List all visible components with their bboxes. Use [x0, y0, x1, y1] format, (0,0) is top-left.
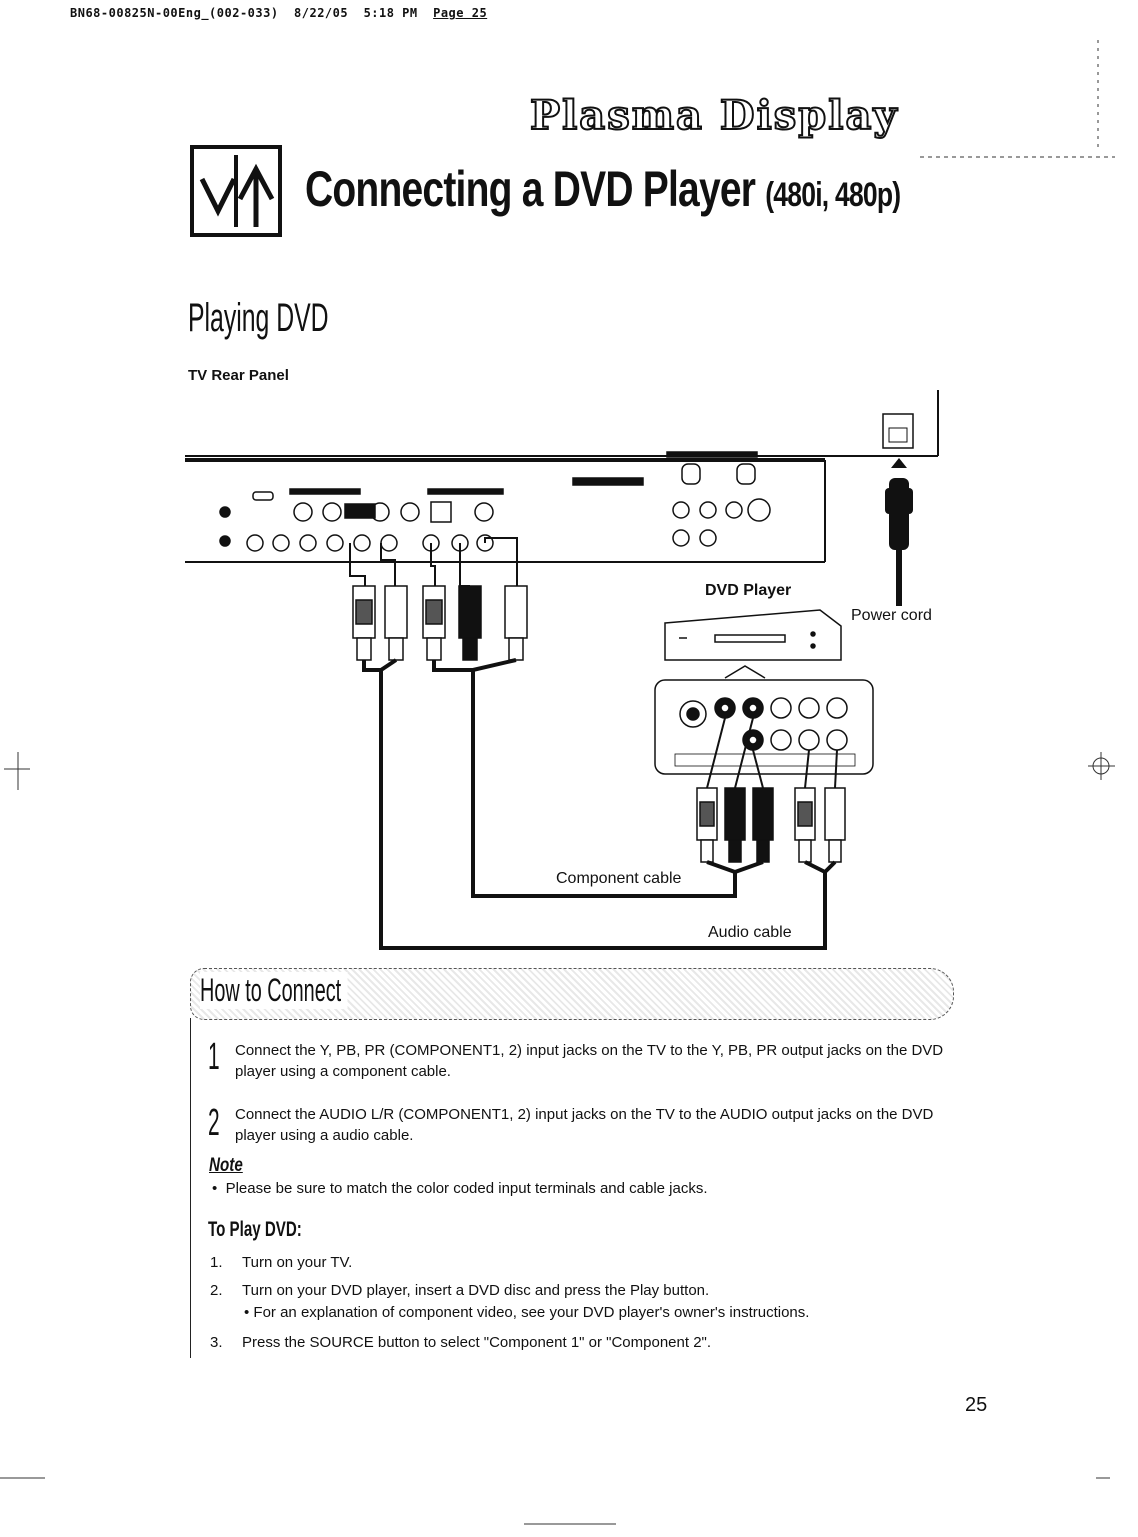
header-file: BN68-00825N-00Eng_(002-033) [70, 6, 279, 20]
power-cord-label: Power cord [851, 607, 932, 624]
brand-logo: Plasma Display [529, 91, 899, 140]
step-2-text: Connect the AUDIO L/R (COMPONENT1, 2) in… [235, 1106, 934, 1144]
audio-cable-label: Audio cable [708, 924, 792, 941]
page-number: 25 [965, 1394, 988, 1416]
header-date: 8/22/05 [294, 6, 349, 20]
title-main: Connecting a DVD Player [305, 161, 756, 217]
play-item-2-text: Turn on your DVD player, insert a DVD di… [242, 1282, 710, 1299]
note-title: Note [209, 1155, 243, 1176]
power-plug-icon [885, 458, 913, 606]
play-item-2-number: 2. [210, 1282, 223, 1299]
header-page: Page 25 [433, 6, 488, 20]
title-sub: (480i, 480p) [765, 176, 901, 214]
dvd-player-label: DVD Player [705, 582, 792, 599]
left-rule [190, 1018, 191, 1358]
play-dvd-title: To Play DVD: [208, 1218, 302, 1241]
header-time: 5:18 PM [363, 6, 418, 20]
section-title: Playing DVD [188, 296, 329, 340]
play-item-3-text: Press the SOURCE button to select "Compo… [242, 1334, 712, 1351]
play-item-1-number: 1. [210, 1254, 223, 1271]
component-cable-label: Component cable [556, 870, 682, 887]
connect-arrows-icon [190, 145, 282, 237]
play-item-2-subtext: • For an explanation of component video,… [244, 1304, 810, 1321]
play-item-3-number: 3. [210, 1334, 223, 1351]
note-text: • Please be sure to match the color code… [212, 1180, 708, 1197]
dvd-player-icon [664, 609, 842, 661]
tv-rear-panel-label: TV Rear Panel [188, 367, 289, 384]
step-1-text: Connect the Y, PB, PR (COMPONENT1, 2) in… [235, 1042, 944, 1080]
howto-title: How to Connect [200, 972, 348, 1009]
step-2-number: 2 [208, 1102, 220, 1144]
note-body: Please be sure to match the color coded … [225, 1180, 708, 1197]
print-header: BN68-00825N-00Eng_(002-033) 8/22/05 5:18… [70, 6, 487, 20]
page-title: Connecting a DVD Player (480i, 480p) [305, 160, 901, 218]
connection-diagram [185, 390, 939, 950]
play-item-1-text: Turn on your TV. [242, 1254, 353, 1271]
step-1-number: 1 [208, 1036, 220, 1078]
